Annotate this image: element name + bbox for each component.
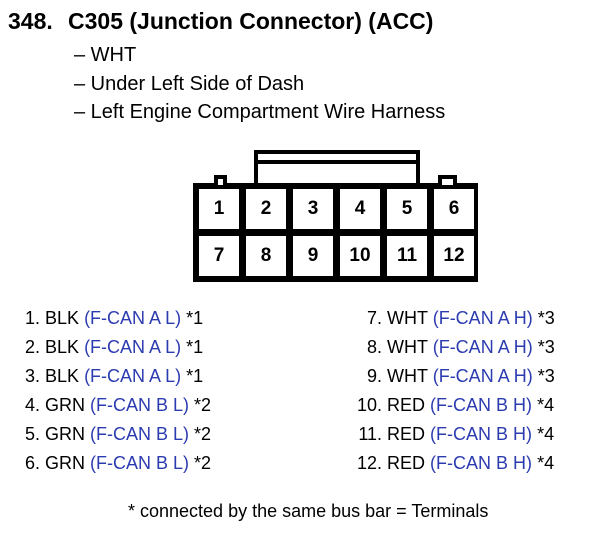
pin-row: 3. BLK (F-CAN A L) *1	[24, 366, 204, 386]
footnote: * connected by the same bus bar = Termin…	[128, 501, 489, 521]
connector-tab	[254, 150, 420, 185]
pin-label-2: 2	[260, 198, 272, 219]
connector-harness: – Left Engine Compartment Wire Harness	[74, 101, 446, 123]
pin-label-5: 5	[401, 198, 413, 219]
pin-label-7: 7	[213, 245, 225, 266]
connector-color: – WHT	[74, 44, 137, 66]
pin-row: 6. GRN (F-CAN B L) *2	[24, 453, 212, 473]
pin-row: 5. GRN (F-CAN B L) *2	[24, 424, 212, 444]
pin-label-11: 11	[396, 245, 418, 266]
connector-number: 348.	[8, 8, 53, 34]
pin-label-12: 12	[443, 245, 465, 266]
connector-location: – Under Left Side of Dash	[74, 73, 305, 95]
pin-label-4: 4	[354, 198, 366, 219]
pin-row: 1. BLK (F-CAN A L) *1	[24, 308, 204, 328]
pin-row: 7. WHT (F-CAN A H) *3	[366, 308, 555, 328]
pin-row: 11. RED (F-CAN B H) *4	[358, 424, 555, 444]
pin-label-9: 9	[307, 245, 319, 266]
pin-row: 2. BLK (F-CAN A L) *1	[24, 337, 204, 357]
pin-row: 12. RED (F-CAN B H) *4	[356, 453, 555, 473]
pin-row: 4. GRN (F-CAN B L) *2	[24, 395, 212, 415]
pin-label-1: 1	[213, 198, 225, 219]
pin-label-6: 6	[448, 198, 460, 219]
pin-label-10: 10	[349, 245, 371, 266]
pin-cavities	[195, 185, 478, 280]
connector-diagram	[193, 150, 478, 282]
pin-label-8: 8	[260, 245, 272, 266]
connector-name: C305 (Junction Connector) (ACC)	[68, 8, 434, 34]
pin-row: 10. RED (F-CAN B H) *4	[356, 395, 555, 415]
pin-label-3: 3	[307, 198, 319, 219]
pin-row: 8. WHT (F-CAN A H) *3	[366, 337, 555, 357]
pin-row: 9. WHT (F-CAN A H) *3	[366, 366, 555, 386]
connector-title: 348. C305 (Junction Connector) (ACC)	[8, 8, 433, 35]
